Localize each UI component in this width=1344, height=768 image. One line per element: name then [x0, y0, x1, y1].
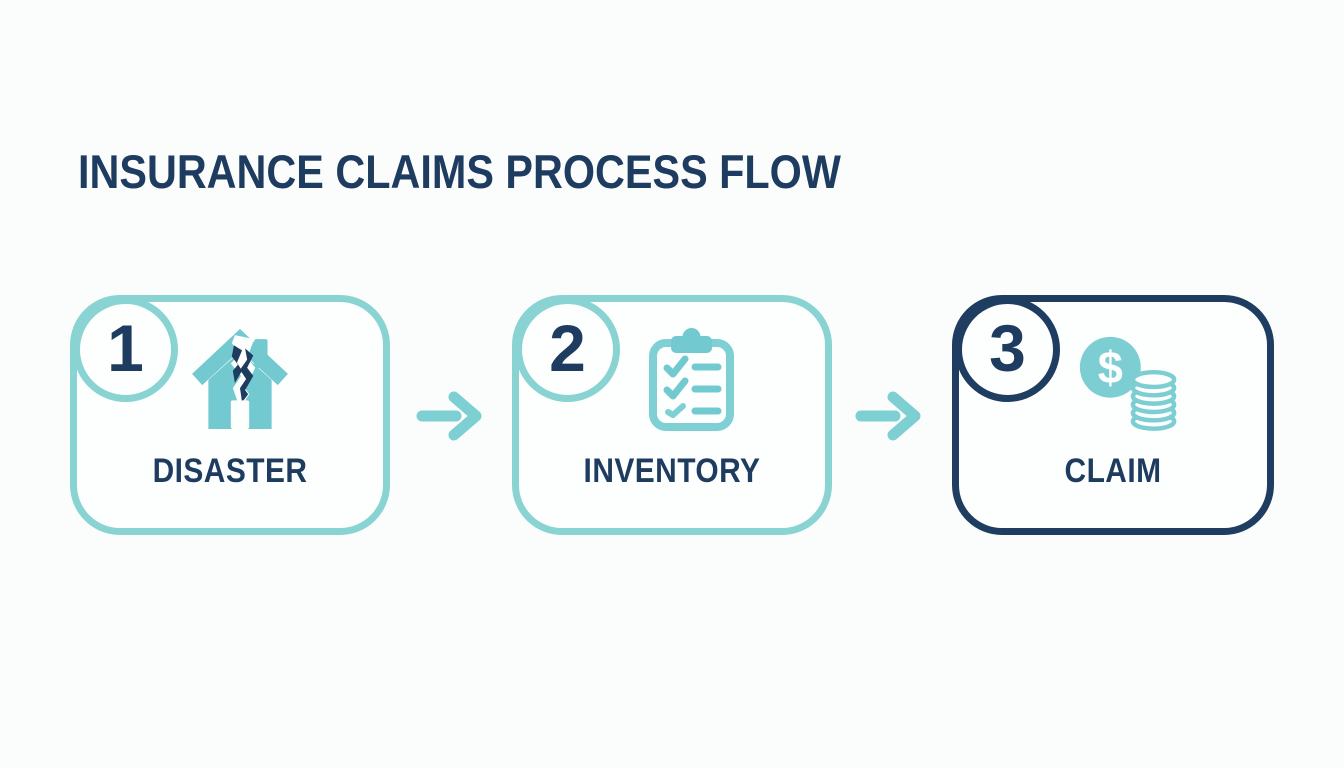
step-number: 3 — [989, 310, 1026, 385]
damaged-house-icon — [189, 324, 291, 438]
checklist-clipboard-icon — [643, 324, 740, 434]
step-card-inventory: 2 INVENTORY — [512, 295, 832, 535]
step-label: DISASTER — [152, 452, 308, 490]
svg-text:$: $ — [1098, 342, 1123, 393]
step-1-number-badge: 1 — [73, 297, 178, 402]
page-title: INSURANCE CLAIMS PROCESS FLOW — [78, 145, 841, 198]
flow-arrow-icon — [855, 391, 921, 441]
step-card-disaster: 1 DISASTER — [70, 295, 390, 535]
step-label: CLAIM — [1064, 452, 1162, 490]
step-number: 1 — [107, 310, 144, 385]
flow-arrow-icon — [416, 391, 482, 441]
step-2-number-badge: 2 — [515, 297, 620, 402]
step-number: 2 — [549, 310, 586, 385]
step-3-number-badge: 3 — [955, 297, 1060, 402]
dollar-coins-icon: $ — [1073, 334, 1183, 434]
step-card-claim: 3 $ CLAIM — [952, 295, 1274, 535]
step-label: INVENTORY — [583, 452, 761, 490]
